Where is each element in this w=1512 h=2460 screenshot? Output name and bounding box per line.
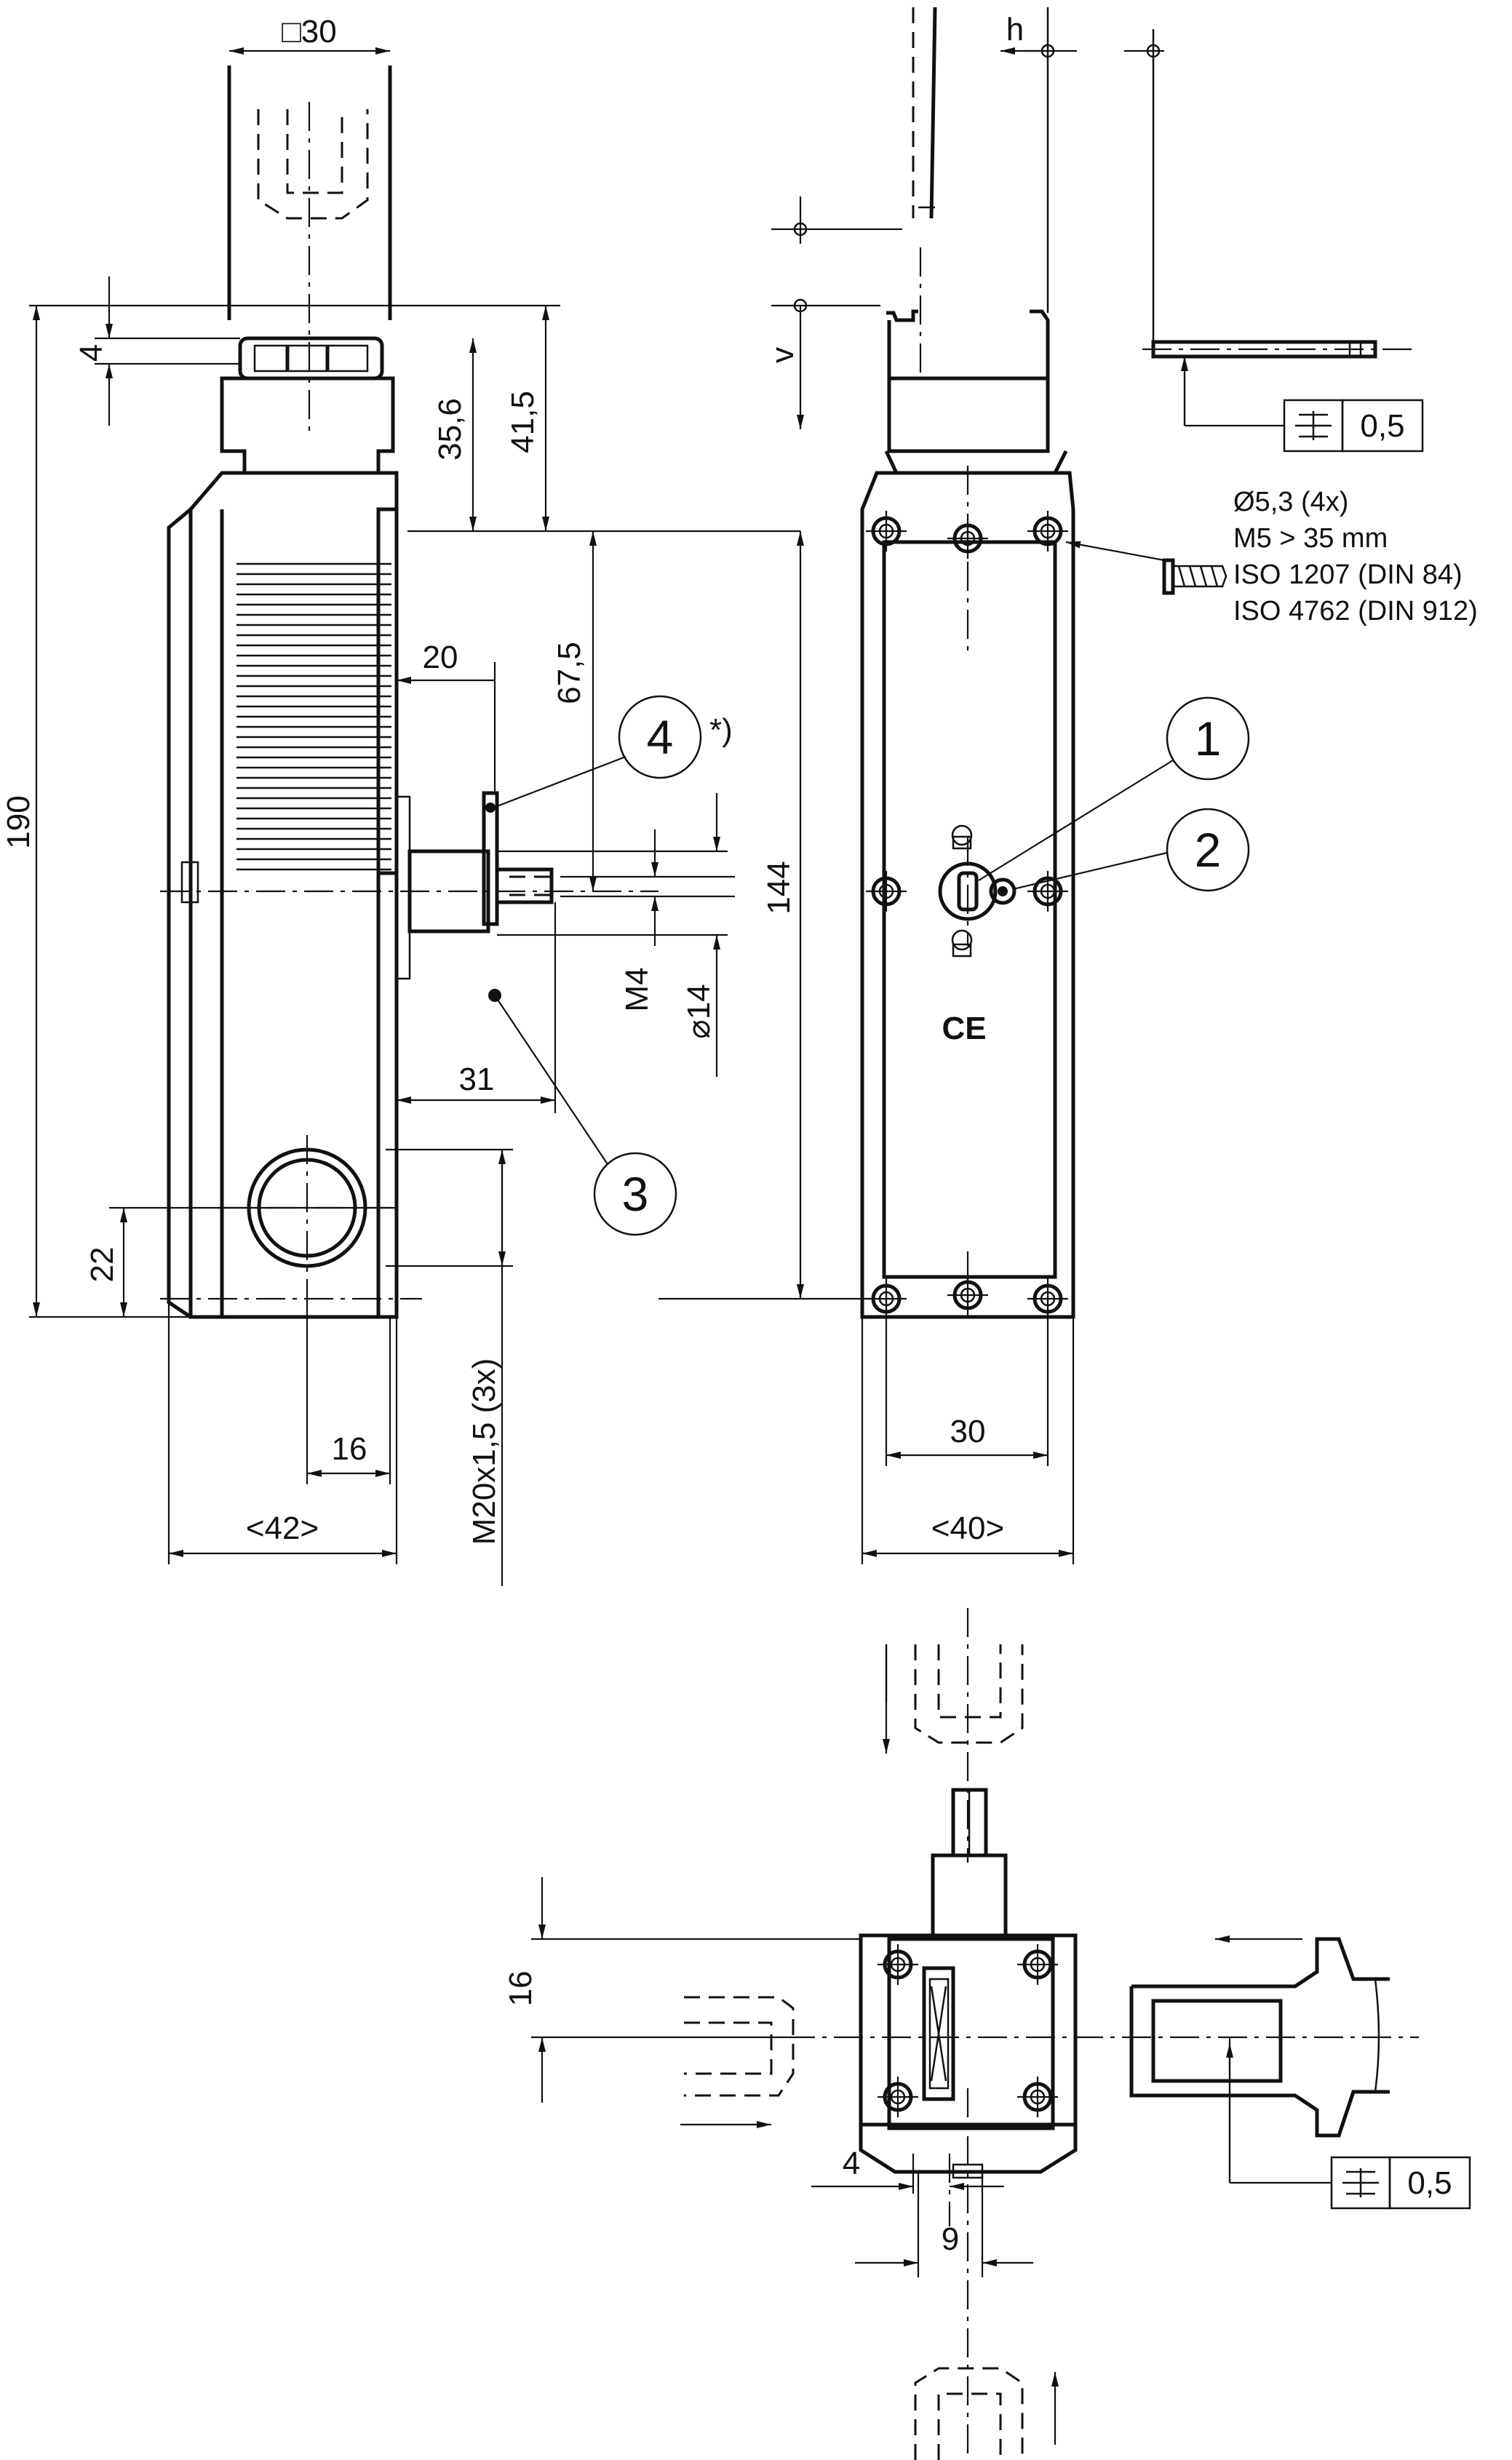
callout-2: 2 [1012,808,1250,892]
dim-4-bottom: 4 [843,2146,860,2181]
bottom-housing [859,1933,1078,2460]
mounting-hole [878,1944,918,1985]
svg-text:3: 3 [622,1167,649,1221]
mounting-hole [878,2077,918,2117]
dim-30: 30 [950,1414,986,1449]
svg-text:2: 2 [1195,823,1222,877]
dim-22: 22 [84,1247,120,1283]
dim-m20: M20x1,5 (3x) [466,1358,502,1545]
dim-144: 144 [761,861,797,914]
screw-note: Ø5,3 (4x) M5 > 35 mm ISO 1207 (DIN 84) I… [1233,487,1478,626]
dim-d14: ⌀14 [681,984,717,1038]
cooling-ribs [236,562,391,871]
bottom-view: 0,5 [680,1608,1471,2460]
actuator-top [227,65,392,437]
svg-text:ISO 1207 (DIN 84): ISO 1207 (DIN 84) [1233,560,1463,590]
side-dimensions: □30 4 35,6 41,5 190 20 67,5 M4 [1,14,800,1586]
screw-icon [1065,541,1227,595]
dim-square-30: □30 [282,14,337,49]
switch-head [220,336,395,475]
svg-text:M5 > 35 mm: M5 > 35 mm [1233,523,1388,554]
mounting-hole [866,871,907,912]
callout-1: 1 [978,696,1250,881]
dim-67-5: 67,5 [552,642,587,704]
svg-text:ISO 4762 (DIN 912): ISO 4762 (DIN 912) [1233,596,1478,626]
callout-3: 3 [494,995,677,1236]
callout-4-note: *) [709,712,733,748]
dim-v: v [765,347,800,363]
svg-text:Ø5,3 (4x): Ø5,3 (4x) [1233,487,1348,517]
dim-31: 31 [459,1062,495,1097]
svg-text:4: 4 [647,710,674,764]
dim-9: 9 [942,2221,959,2257]
mounting-hole [1027,511,1068,552]
svg-text:1: 1 [1195,712,1222,765]
dim-190: 190 [1,795,36,848]
mounting-hole [866,511,907,552]
side-view [160,65,658,1319]
dim-42: <42> [246,1510,319,1546]
dim-16: 16 [332,1431,367,1467]
right-actuator [1129,1935,1390,2184]
front-dimensions: 144 30 <40> [658,531,1075,1564]
dim-4: 4 [73,344,109,362]
flat-actuator [1124,29,1419,427]
mounting-hole [1027,871,1068,912]
flatness-tolerance-1: 0,5 [1283,399,1424,453]
tolerance-value-2: 0,5 [1407,2165,1452,2201]
dim-35-6: 35,6 [432,398,468,461]
actuator-side [771,7,937,378]
dim-m4: M4 [619,967,655,1011]
tolerance-value-1: 0,5 [1360,408,1404,444]
release-shaft [407,791,554,934]
ce-mark: CE [942,1011,986,1046]
mounting-holes [866,511,1068,2117]
dim-20: 20 [423,640,458,675]
flatness-tolerance-2: 0,5 [1330,2156,1471,2210]
bottom-dimensions: 16 4 9 [503,1877,1033,2277]
front-body: CE [860,466,1075,2117]
lock-icon [951,824,973,958]
front-view: CE h v [765,7,1478,2117]
dim-h: h [1006,12,1024,47]
callout-4: 4 *) [493,695,733,809]
dim-40: <40> [931,1510,1004,1546]
dim-16-bottom: 16 [503,1971,538,2007]
dim-41-5: 41,5 [505,391,541,453]
